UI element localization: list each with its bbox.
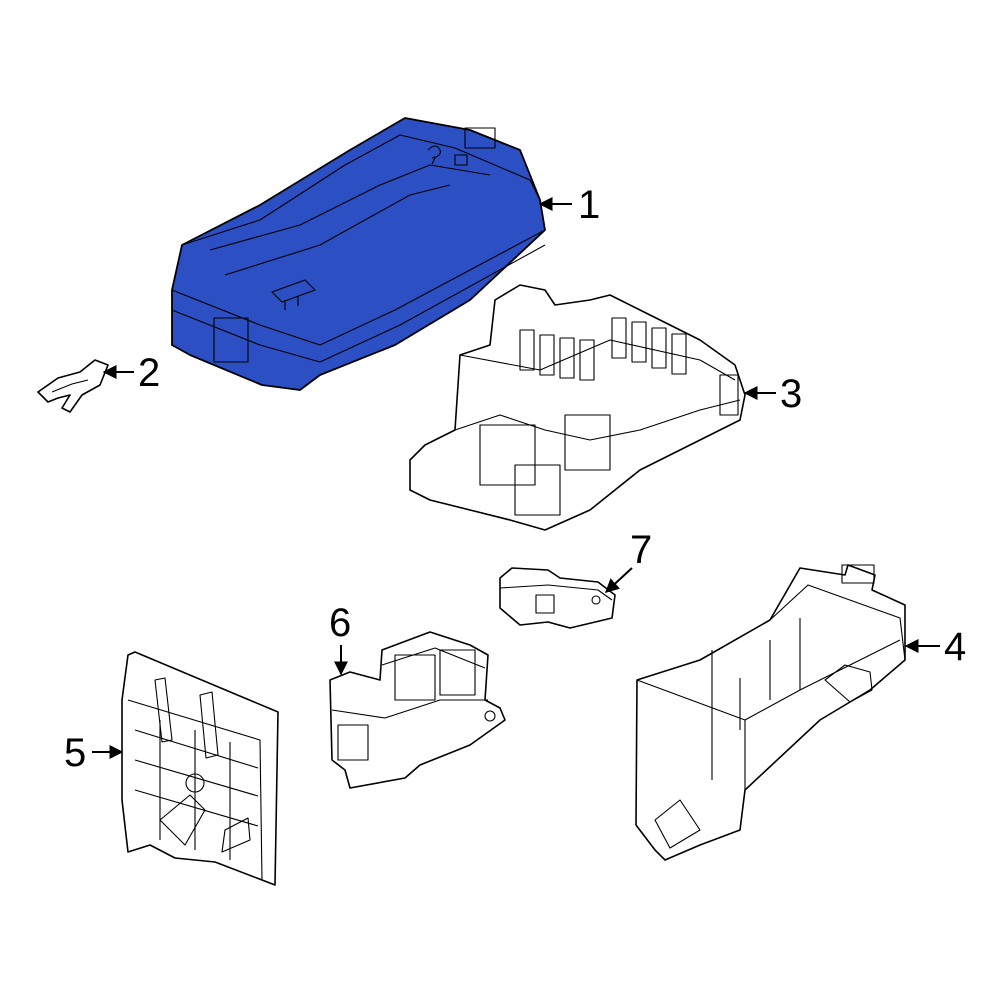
callout-label-6: 6 — [329, 601, 351, 645]
block-relay-socket-3 — [514, 464, 561, 516]
housing-bottom-foot — [654, 799, 701, 849]
panel-inner-edge — [127, 699, 263, 881]
callout-4: 4 — [904, 625, 966, 669]
bracket-relay-cavity-1 — [394, 654, 436, 701]
clip-slot — [51, 379, 89, 393]
callout-label-4: 4 — [944, 625, 966, 669]
holder-body — [499, 567, 616, 629]
housing-rim — [769, 584, 906, 661]
part-1-fuse-box-cover[interactable] — [171, 117, 546, 391]
callout-label-2: 2 — [138, 351, 160, 395]
panel-upper-clips — [154, 677, 219, 759]
bracket-mid-edge — [331, 699, 488, 719]
bracket-body — [329, 631, 506, 789]
part-2-fork-clip[interactable] — [37, 359, 109, 413]
panel-lower-hook — [159, 794, 251, 853]
block-outline — [409, 284, 746, 531]
callout-label-7: 7 — [630, 528, 652, 572]
block-relay-socket-2 — [564, 414, 611, 471]
clip-body — [37, 359, 109, 413]
callout-label-5: 5 — [64, 731, 86, 775]
holder-bolt-hole — [591, 595, 601, 605]
callout-6: 6 — [329, 601, 351, 676]
panel-round-boss — [185, 773, 205, 793]
housing-ribs — [711, 618, 801, 780]
part-7-connector-holder[interactable] — [499, 567, 616, 629]
block-top-edge — [459, 339, 736, 381]
part-3-fuse-block[interactable] — [409, 284, 746, 531]
block-side-latch — [719, 374, 739, 416]
cover-panel-line-2 — [224, 184, 451, 276]
callout-7: 7 — [604, 528, 652, 593]
part-4-lower-housing[interactable] — [635, 564, 906, 861]
holder-slot — [535, 594, 555, 614]
housing-front-wall — [636, 679, 746, 790]
callout-3: 3 — [743, 372, 802, 416]
holder-top-edge — [499, 584, 613, 601]
housing-rear-tab — [841, 564, 875, 584]
housing-body — [635, 564, 906, 861]
cover-hook-symbol — [427, 145, 441, 165]
cover-front-latch — [213, 317, 249, 363]
cover-clip-symbol — [271, 279, 316, 310]
cover-square-symbol — [454, 154, 468, 166]
callout-label-3: 3 — [780, 372, 802, 416]
part-6-relay-bracket[interactable] — [329, 631, 506, 789]
callout-5: 5 — [64, 731, 124, 775]
block-fuse-slots — [519, 317, 687, 381]
cover-panel-line — [209, 164, 491, 251]
cover-rear-tab — [464, 127, 496, 149]
part-5-mounting-panel[interactable] — [121, 651, 279, 886]
callout-label-1: 1 — [578, 183, 600, 227]
bracket-upper-edge — [381, 647, 486, 669]
block-relay-socket-1 — [479, 424, 536, 486]
block-mid-edge — [454, 399, 741, 441]
cover-lower-rim — [171, 244, 546, 363]
callout-2: 2 — [102, 351, 160, 395]
cover-top-ridge — [181, 134, 541, 246]
bracket-mount-hole — [484, 710, 496, 722]
panel-grid — [134, 720, 259, 860]
bracket-front-latch — [337, 724, 369, 761]
panel-body — [121, 651, 279, 886]
housing-latch — [824, 664, 873, 703]
cover-side-edge — [171, 229, 546, 346]
callout-1: 1 — [538, 183, 600, 227]
bracket-relay-cavity-2 — [439, 649, 476, 696]
